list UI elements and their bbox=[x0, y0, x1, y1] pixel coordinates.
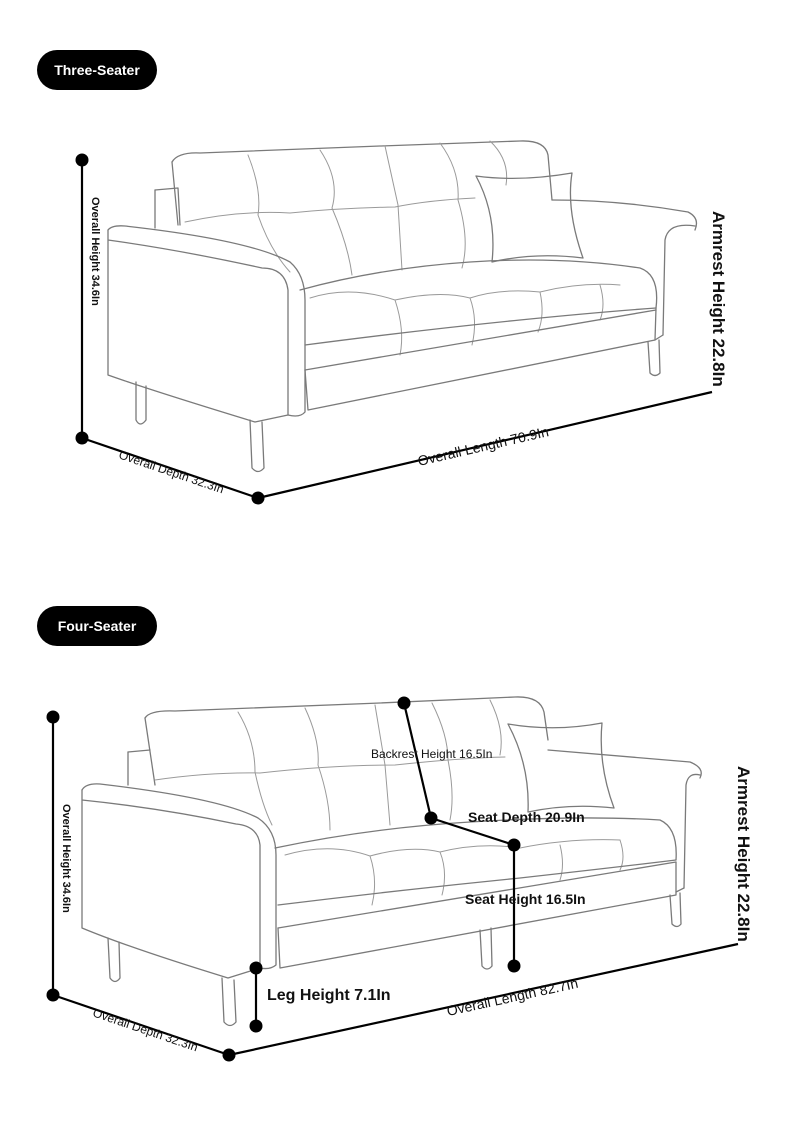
four-seater-overall-height-label: Overall Height 34.6In bbox=[60, 804, 72, 913]
four-seater-seat-height-label: Seat Height 16.5In bbox=[465, 891, 586, 907]
three-seater-overall-length-label: Overall Length 70.9In bbox=[416, 423, 550, 469]
four-seater-seat-depth-label: Seat Depth 20.9In bbox=[468, 809, 585, 825]
three-seater-length-dimension bbox=[257, 390, 713, 500]
four-seater-leg-height-dimension bbox=[249, 961, 263, 1033]
four-seater-length-dimension bbox=[228, 942, 739, 1057]
three-seater-overall-depth-label: Overall Depth 32.3In bbox=[117, 448, 226, 497]
three-seater-armrest-height-label: Armrest Height 22.8In bbox=[709, 211, 728, 387]
four-seater-backrest-height-label: Backrest Height 16.5In bbox=[371, 747, 492, 761]
four-seater-sofa-drawing bbox=[81, 696, 702, 1027]
four-seater-overall-depth-label: Overall Depth 32.3In bbox=[91, 1006, 200, 1055]
three-seater-height-dimension bbox=[75, 153, 89, 445]
three-seater-sofa-drawing bbox=[107, 140, 698, 473]
four-seater-overall-length-label: Overall Length 82.7In bbox=[445, 975, 579, 1019]
four-seater-badge: Four-Seater bbox=[37, 606, 157, 646]
three-seater-overall-height-label: Overall Height 34.6In bbox=[89, 197, 101, 306]
four-seater-seat-height-dimension bbox=[507, 845, 521, 973]
four-seater-armrest-height-label: Armrest Height 22.8In bbox=[734, 766, 753, 942]
three-seater-badge: Three-Seater bbox=[37, 50, 157, 90]
four-seater-height-dimension bbox=[46, 710, 60, 1002]
four-seater-leg-height-label: Leg Height 7.1In bbox=[267, 987, 391, 1004]
